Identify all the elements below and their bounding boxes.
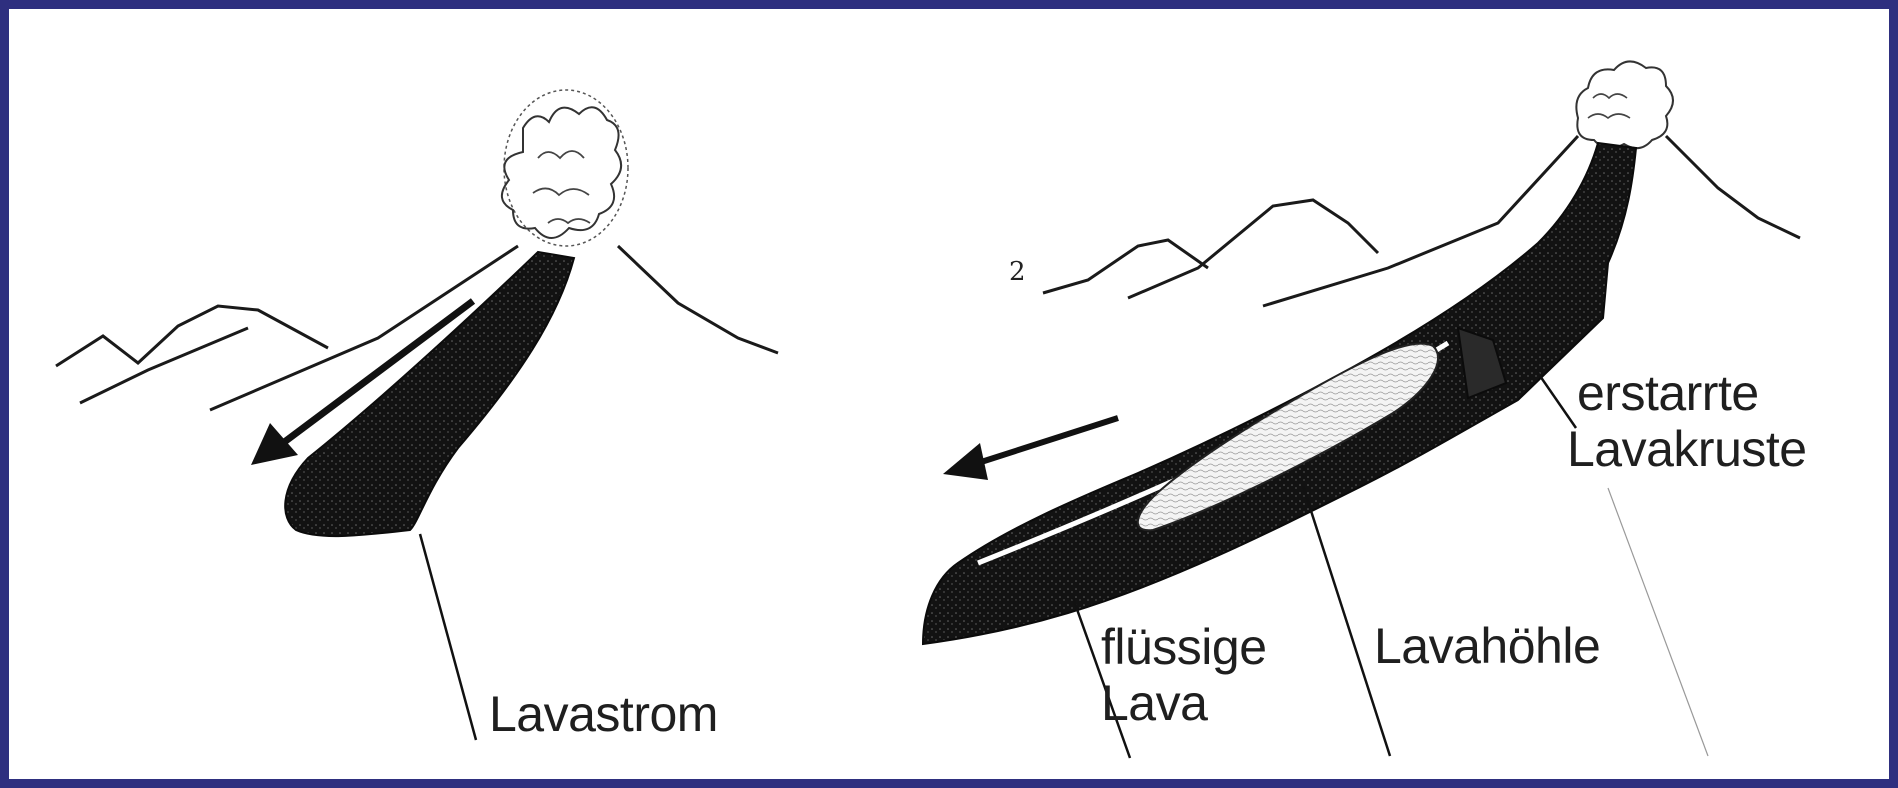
right-ash-cloud-icon: [1576, 61, 1673, 148]
label-lavahoehle: Lavahöhle: [1374, 619, 1600, 673]
label-lavastrom: Lavastrom: [489, 687, 718, 741]
right-background-hills-1: [1043, 240, 1208, 293]
lavastrom-leader-line: [420, 534, 476, 740]
label-erstarrte-lavakruste: erstarrte Lavakruste: [1567, 365, 1807, 477]
left-ash-cloud-icon: [502, 90, 628, 246]
label-erstarrte-line1: erstarrte: [1567, 365, 1807, 421]
left-background-hills: [56, 306, 328, 366]
right-arrow-left-icon: [943, 418, 1118, 480]
left-volcano-slope-right: [618, 246, 778, 353]
erstarrte-extension-line: [1608, 488, 1708, 756]
left-lava-flow: [285, 252, 574, 536]
label-fluessige-line2: Lava: [1101, 675, 1267, 731]
left-volcano-diagram: [56, 90, 778, 740]
label-fluessige-lava: flüssige Lava: [1101, 619, 1267, 731]
label-fluessige-line1: flüssige: [1101, 619, 1267, 675]
right-volcano-slope-right: [1666, 136, 1800, 238]
right-lava-crust: [923, 143, 1636, 644]
label-erstarrte-line2: Lavakruste: [1567, 421, 1807, 477]
figure-number: 2: [1009, 257, 1026, 287]
